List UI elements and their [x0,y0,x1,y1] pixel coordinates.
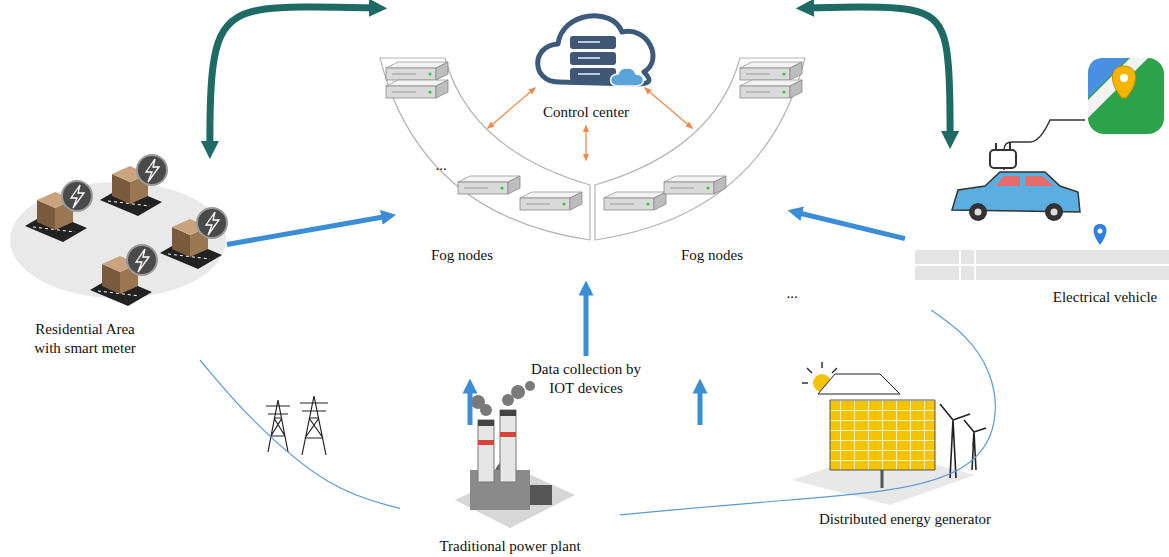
node-label: Residential Area with smart meter [24,320,146,358]
feedback-arrow [210,7,378,150]
fog-node-group: Fog nodes [595,0,805,270]
feedback-arrow [805,7,950,140]
control-arrow [645,88,692,128]
fog-node-group: Fog nodes [378,0,593,270]
power-line [620,310,995,515]
data-arrow [795,212,905,239]
control-center: Control center [520,0,660,125]
node-label: Distributed energy generator [819,510,991,529]
node-label: Fog nodes [681,246,743,265]
ellipsis: ... [786,284,797,303]
electric-vehicle: Electrical vehicle [905,140,1167,310]
control-arrow [488,88,535,128]
ellipsis: ... [435,156,446,175]
energy-generator: Distributed energy generator [790,360,1030,535]
node-label: Electrical vehicle [1053,288,1158,307]
node-label: Traditional power plant [439,537,580,556]
node-label: Fog nodes [431,246,493,265]
iot-caption: Data collection by IOT devices [520,360,652,398]
power-line [200,360,400,508]
residential-area: Residential Area with smart meter [2,150,227,360]
node-label: Control center [543,103,629,122]
power-plant: Traditional power plant [400,395,620,557]
data-arrow [227,216,389,245]
